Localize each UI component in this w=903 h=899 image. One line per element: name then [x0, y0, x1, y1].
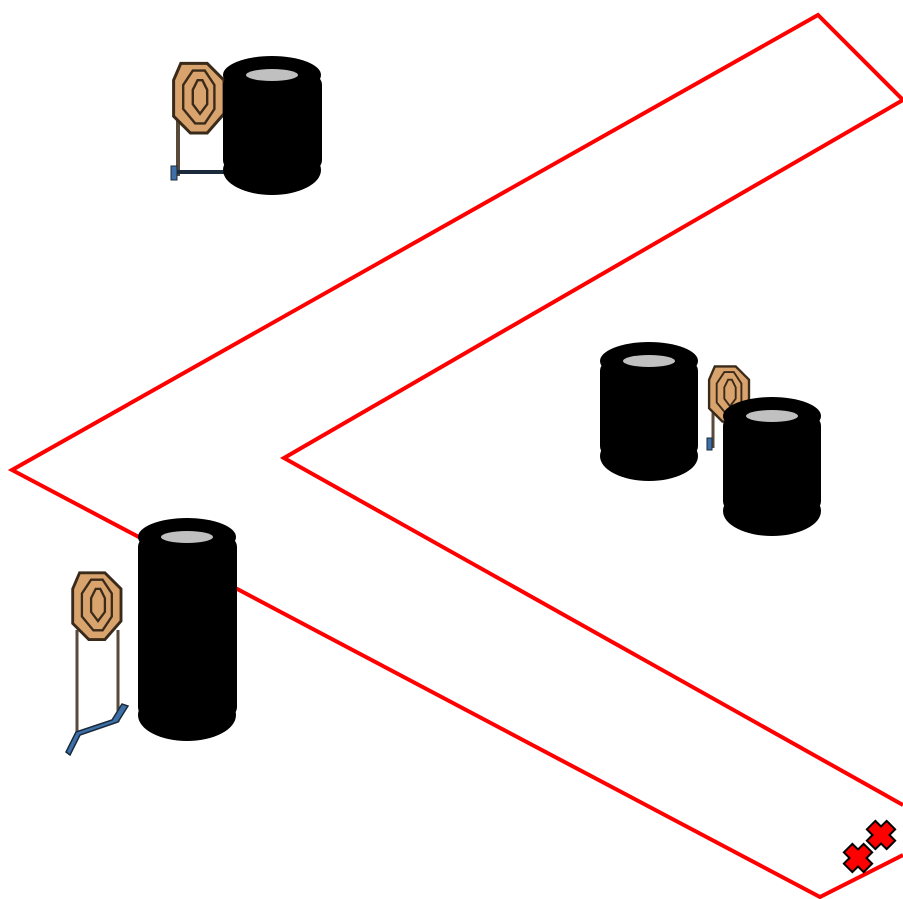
steel-target-bottom-left	[65, 571, 130, 757]
boundary-inner-line	[279, 98, 903, 807]
tire-stack-bottom-left	[138, 518, 237, 741]
tire-stack-top-left	[223, 56, 322, 195]
boundary-outer-line	[7, 12, 903, 899]
fault-marks	[837, 814, 902, 879]
steel-plate-target-icon	[71, 571, 123, 641]
tire-stack-right-back	[600, 342, 698, 481]
steel-target-right	[706, 365, 751, 451]
steel-target-top-left	[170, 61, 232, 181]
tire-stack-right-front	[723, 397, 821, 536]
shooting-area-boundary	[7, 12, 903, 899]
steel-plate-target-icon	[172, 61, 226, 135]
